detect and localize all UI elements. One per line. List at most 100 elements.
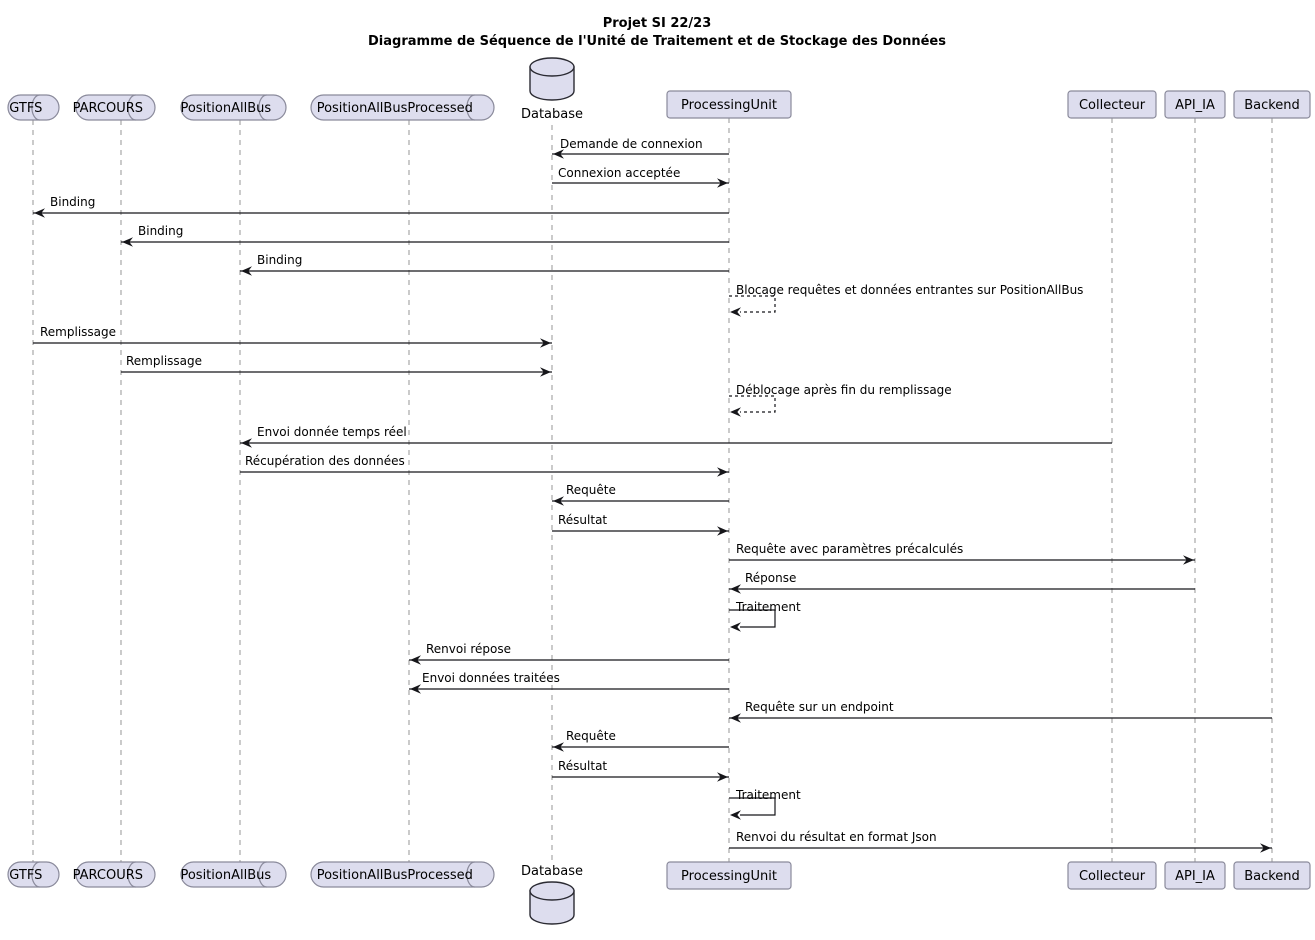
- arrowhead: [122, 237, 133, 247]
- arrowhead: [241, 438, 252, 448]
- message-label: Déblocage après fin du remplissage: [736, 383, 952, 397]
- participant-shape-api_ia: [1164, 861, 1226, 890]
- participant-parcours-top[interactable]: PARCOURS: [73, 94, 156, 121]
- participant-collecteur-bottom[interactable]: Collecteur: [1067, 861, 1157, 890]
- message-18: Requête sur un endpoint: [729, 700, 1272, 723]
- arrowhead: [730, 307, 741, 317]
- message-13: Requête avec paramètres précalculés: [729, 542, 1195, 565]
- database-cylinder-top: [529, 57, 575, 77]
- arrowhead: [730, 407, 741, 417]
- participant-shape-parcours: [75, 861, 156, 888]
- arrowhead: [717, 467, 728, 477]
- message-label: Requête sur un endpoint: [745, 700, 894, 714]
- participant-collecteur-top[interactable]: Collecteur: [1067, 90, 1157, 119]
- arrowhead: [717, 178, 728, 188]
- message-label: Récupération des données: [245, 454, 405, 468]
- participant-gtfs-bottom[interactable]: GTFS: [7, 861, 60, 888]
- arrowhead: [540, 367, 551, 377]
- participant-backend-top[interactable]: Backend: [1233, 90, 1311, 119]
- message-label: Requête: [566, 483, 616, 497]
- arrowhead: [553, 742, 564, 752]
- message-14: Réponse: [729, 571, 1195, 594]
- message-label: Renvoi du résultat en format Json: [736, 830, 937, 844]
- arrowhead: [540, 338, 551, 348]
- participants-top-layer: GTFS PARCOURS PositionAllBus PositionAllBus…: [7, 57, 1311, 122]
- participant-label-backend: Backend: [1244, 869, 1300, 884]
- participant-shape-positionallbusprocessed: [310, 94, 495, 121]
- participant-label-api_ia: API_IA: [1175, 98, 1215, 113]
- message-19: Requête: [552, 729, 729, 752]
- participant-label-processingunit: ProcessingUnit: [681, 869, 777, 884]
- message-5: Blocage requêtes et données entrantes su…: [729, 283, 1083, 317]
- message-label: Remplissage: [40, 325, 116, 339]
- participant-cyl-edge-positionallbus: [258, 861, 267, 888]
- participant-cyl-edge-positionallbus: [258, 94, 267, 121]
- participant-shape-gtfs: [7, 861, 60, 888]
- participant-database-top[interactable]: Database: [521, 57, 583, 122]
- participant-positionallbus-bottom[interactable]: PositionAllBus: [180, 861, 287, 888]
- participant-label-collecteur: Collecteur: [1079, 98, 1146, 113]
- participant-shape-processingunit: [666, 861, 792, 890]
- participant-label-positionallbus: PositionAllBus: [180, 868, 271, 883]
- arrowhead: [717, 772, 728, 782]
- participant-shape-parcours: [75, 94, 156, 121]
- message-21: Traitement: [729, 788, 801, 820]
- message-label: Connexion acceptée: [558, 166, 680, 180]
- participant-positionallbusprocessed-bottom[interactable]: PositionAllBusProcessed: [310, 861, 495, 888]
- participant-positionallbus-top[interactable]: PositionAllBus: [180, 94, 287, 121]
- participant-label-database: Database: [521, 107, 583, 122]
- message-1: Connexion acceptée: [552, 166, 729, 188]
- message-15: Traitement: [729, 600, 801, 632]
- participant-label-positionallbus: PositionAllBus: [180, 101, 271, 116]
- participants-bottom-layer: GTFS PARCOURS PositionAllBus PositionAllBus…: [7, 861, 1311, 925]
- arrowhead: [34, 208, 45, 218]
- participant-processingunit-top[interactable]: ProcessingUnit: [666, 90, 792, 119]
- participant-cyl-edge-parcours: [127, 861, 136, 888]
- message-label: Résultat: [558, 759, 607, 773]
- participant-label-parcours: PARCOURS: [73, 101, 143, 116]
- message-label: Requête avec paramètres précalculés: [736, 542, 963, 556]
- message-4: Binding: [240, 253, 729, 276]
- participant-api_ia-bottom[interactable]: API_IA: [1164, 861, 1226, 890]
- participant-label-positionallbusprocessed: PositionAllBusProcessed: [317, 868, 473, 883]
- message-label: Réponse: [745, 571, 796, 585]
- participant-cyl-edge-gtfs: [31, 861, 40, 888]
- participant-positionallbusprocessed-top[interactable]: PositionAllBusProcessed: [310, 94, 495, 121]
- participant-database-bottom[interactable]: Database: [521, 864, 583, 925]
- message-label: Binding: [257, 253, 302, 267]
- arrowhead: [553, 149, 564, 159]
- participant-label-processingunit: ProcessingUnit: [681, 98, 777, 113]
- participant-shape-backend: [1233, 861, 1311, 890]
- message-12: Résultat: [552, 513, 729, 536]
- message-22: Renvoi du résultat en format Json: [729, 830, 1272, 853]
- arrowhead: [717, 526, 728, 536]
- participant-gtfs-top[interactable]: GTFS: [7, 94, 60, 121]
- message-11: Requête: [552, 483, 729, 506]
- message-16: Renvoi répose: [409, 642, 729, 665]
- participant-label-api_ia: API_IA: [1175, 869, 1215, 884]
- message-label: Traitement: [735, 600, 801, 614]
- participant-parcours-bottom[interactable]: PARCOURS: [73, 861, 156, 888]
- message-self-line: [729, 797, 776, 816]
- participant-processingunit-bottom[interactable]: ProcessingUnit: [666, 861, 792, 890]
- message-8: Déblocage après fin du remplissage: [729, 383, 952, 417]
- participant-label-parcours: PARCOURS: [73, 868, 143, 883]
- participant-backend-bottom[interactable]: Backend: [1233, 861, 1311, 890]
- participant-shape-collecteur: [1067, 861, 1157, 890]
- participant-shape-backend: [1233, 90, 1311, 119]
- message-label: Traitement: [735, 788, 801, 802]
- participant-api_ia-top[interactable]: API_IA: [1164, 90, 1226, 119]
- message-label: Demande de connexion: [560, 137, 703, 151]
- message-label: Renvoi répose: [426, 642, 511, 656]
- message-7: Remplissage: [121, 354, 552, 377]
- participant-label-gtfs: GTFS: [9, 101, 42, 116]
- arrowhead: [730, 810, 741, 820]
- participant-shape-gtfs: [7, 94, 60, 121]
- arrowhead: [241, 266, 252, 276]
- message-label: Binding: [138, 224, 183, 238]
- arrowhead: [730, 622, 741, 632]
- message-10: Récupération des données: [240, 454, 729, 477]
- message-label: Envoi données traitées: [422, 671, 560, 685]
- arrowhead: [730, 584, 741, 594]
